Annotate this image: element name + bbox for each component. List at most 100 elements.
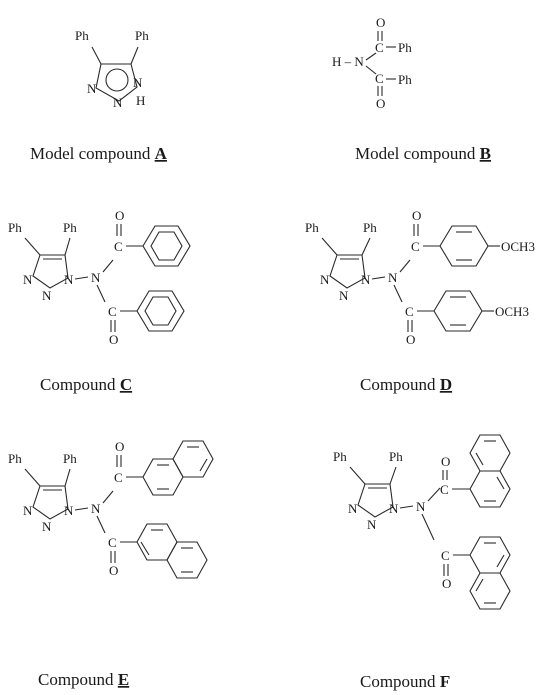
double-bond [199,458,208,472]
caption-d: Compound D [360,375,452,394]
bond [64,468,71,487]
naphthalene-ring [142,458,184,496]
nitrogen-label: N [416,499,426,514]
oxygen-label: O [441,454,450,469]
double-bond [496,554,505,568]
carbon-label: C [375,71,384,86]
phenyl-label: Ph [398,40,412,55]
nitrogen-label: N [64,503,74,518]
phenyl-label: Ph [63,451,77,466]
oxygen-label: O [109,563,118,578]
carbon-label: C [114,239,123,254]
phenyl-label: Ph [305,220,319,235]
bond [393,284,403,303]
nitrogen-label: N [389,501,399,516]
structure-f: Ph Ph N N N N O C C O [333,434,511,610]
methoxy-label: OCH3 [501,239,535,254]
nitrogen-label: N [133,75,143,90]
carbon-label: C [108,304,117,319]
bond [321,237,338,256]
caption-f: Compound F [360,672,450,691]
bond [349,466,366,485]
bond [24,468,41,487]
nitrogen-label: N [339,288,349,303]
benzene-inner [150,231,183,261]
caption-b: Model compound B [355,144,491,163]
carbon-label: C [114,470,123,485]
phenyl-label: Ph [333,449,347,464]
bond [96,515,106,534]
nitrogen-label: N [91,501,101,516]
triazole-ring [357,483,394,518]
nitrogen-label: N [91,270,101,285]
oxygen-label: O [442,576,451,591]
methoxy-label: OCH3 [495,304,529,319]
double-bond [475,452,484,466]
bond [74,507,89,511]
nitrogen-label: N [367,517,377,532]
triazole-ring [329,254,366,289]
bond [130,46,139,65]
bond [102,259,114,273]
aromatic-circle [105,68,129,92]
nitrogen-label: N [320,272,330,287]
naphthalene-ring [172,440,214,478]
oxygen-label: O [115,208,124,223]
triazole-ring [32,254,69,289]
benzene-inner [144,296,177,326]
bond [74,276,89,280]
nitrogen-label: N [23,503,33,518]
bond [365,52,377,61]
structure-c: Ph Ph N N N N O C C O [8,208,191,347]
benzene-ring [142,225,191,267]
bond [427,487,441,502]
double-bond [475,578,484,592]
carbon-label: C [375,40,384,55]
bond [91,46,102,65]
naphthalene-ring [469,434,511,472]
nitrogen-label: N [23,272,33,287]
bond [421,513,435,541]
oxygen-label: O [376,96,385,111]
phenyl-label: Ph [398,72,412,87]
phenyl-label: Ph [8,220,22,235]
oxygen-label: O [115,439,124,454]
bond [64,237,71,256]
phenyl-label: Ph [8,451,22,466]
bond [371,276,386,280]
caption-c: Compound C [40,375,132,394]
oxygen-label: O [412,208,421,223]
hn-label: H – N [332,54,364,69]
carbon-label: C [441,548,450,563]
oxygen-label: O [109,332,118,347]
nitrogen-label: N [64,272,74,287]
structure-b: O C Ph H – N C Ph O [332,15,412,111]
bond [399,505,414,509]
bond [389,466,397,485]
structure-d: Ph Ph N N N N O C OCH3 C O OCH3 [305,208,535,347]
bond [361,237,371,256]
phenyl-label: Ph [389,449,403,464]
structure-e: Ph Ph N N N N O C C O [8,439,214,579]
carbon-label: C [411,239,420,254]
carbon-label: C [440,482,449,497]
caption-e: Compound E [38,670,129,689]
triazole-ring [32,485,69,520]
nitrogen-label: N [361,272,371,287]
nitrogen-label: N [388,270,398,285]
nitrogen-label: N [87,81,97,96]
bond [365,65,377,75]
phenyl-label: Ph [63,220,77,235]
bond [24,237,41,256]
caption-a: Model compound A [30,144,168,163]
nitrogen-label: N [113,95,123,110]
oxygen-label: O [376,15,385,30]
bond [399,259,411,273]
bond [96,284,106,303]
naphthalene-ring [166,541,208,579]
phenyl-label: Ph [363,220,377,235]
carbon-label: C [405,304,414,319]
phenyl-label: Ph [75,28,89,43]
nitrogen-label: N [348,501,358,516]
